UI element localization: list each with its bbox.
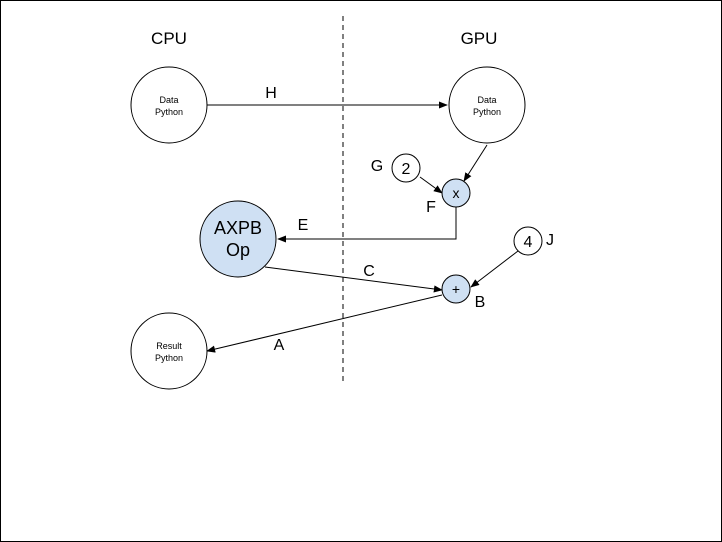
- edge-label-j: J: [546, 232, 554, 249]
- add-op-label: +: [452, 281, 460, 297]
- cpu-header: CPU: [151, 29, 187, 48]
- edge-label-f: F: [426, 199, 436, 216]
- constant-two-node: 2: [391, 153, 421, 183]
- axpb-label-line1: AXPB: [214, 218, 262, 238]
- edge-label-g: G: [371, 158, 383, 175]
- data-python-cpu-node: Data Python: [130, 66, 208, 144]
- add-op-node: +: [441, 274, 471, 304]
- node-label-line2: Python: [473, 107, 501, 117]
- constant-two-label: 2: [402, 161, 411, 178]
- node-label-line1: Data: [477, 95, 496, 105]
- edge-label-e: E: [298, 217, 309, 234]
- constant-four-node: 4: [513, 226, 543, 256]
- data-python-gpu-node: Data Python: [448, 66, 526, 144]
- axpb-label-line2: Op: [226, 240, 250, 260]
- edge-label-c: C: [363, 263, 375, 280]
- result-python-node: Result Python: [130, 312, 208, 390]
- edge-label-h: H: [265, 85, 277, 102]
- edge-label-b: B: [475, 294, 486, 311]
- edge-c: [264, 266, 443, 293]
- constant-four-label: 4: [524, 234, 533, 251]
- edge-j: [470, 250, 519, 288]
- node-label-line2: Python: [155, 107, 183, 117]
- edge-data-to-mul: [463, 144, 488, 182]
- edge-label-a: A: [274, 337, 285, 354]
- multiply-op-label: x: [453, 185, 460, 201]
- node-label-line1: Result: [156, 341, 182, 351]
- edge-e: [277, 207, 457, 243]
- gpu-header: GPU: [461, 29, 498, 48]
- node-label-line1: Data: [159, 95, 178, 105]
- edge-g: [419, 176, 443, 194]
- edge-a: [206, 294, 443, 353]
- axpb-op-node: AXPB Op: [199, 200, 277, 278]
- multiply-op-node: x: [441, 178, 471, 208]
- node-label-line2: Python: [155, 353, 183, 363]
